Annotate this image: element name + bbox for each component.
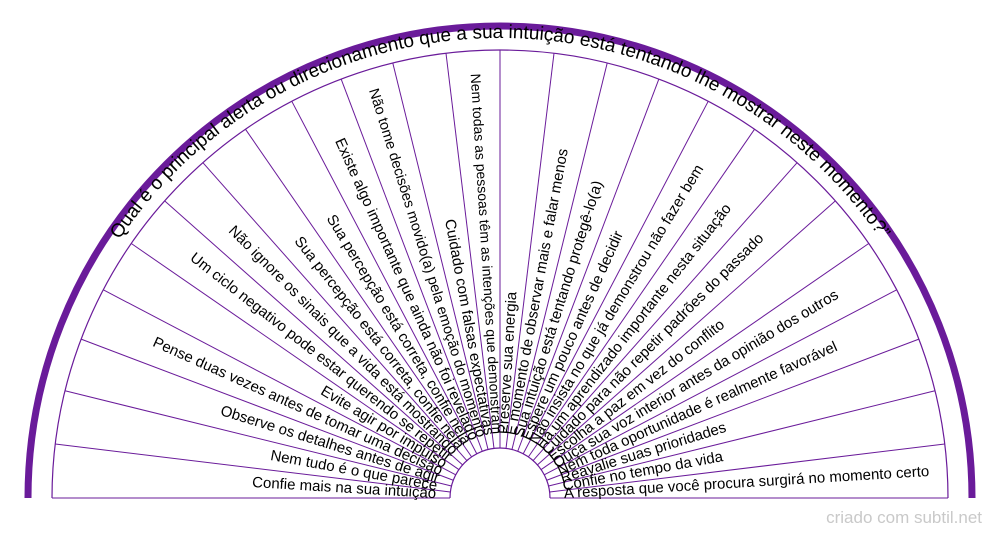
- segment-divider: [544, 289, 897, 476]
- segment-divider: [291, 101, 478, 454]
- center-arc: [449, 447, 551, 499]
- segment-divider: [505, 53, 555, 449]
- segment-divider: [202, 162, 468, 461]
- segment-divider: [340, 78, 483, 452]
- segment-divider: [80, 338, 454, 481]
- segment-divider: [245, 129, 473, 458]
- chart-sectors: [24, 22, 976, 499]
- segment-divider: [517, 78, 660, 452]
- segment-divider: [55, 443, 451, 493]
- segment-divider: [164, 200, 463, 466]
- segment-divider: [537, 200, 836, 466]
- segment-divider: [131, 243, 460, 471]
- segment-divider: [522, 101, 709, 454]
- segment-divider: [540, 243, 869, 471]
- outer-ring: [24, 22, 976, 499]
- segment-divider: [532, 162, 798, 461]
- segment-divider: [511, 62, 608, 450]
- segment-divider: [103, 289, 456, 476]
- segment-divider: [546, 338, 920, 481]
- segment-divider: [445, 53, 495, 449]
- watermark: criado com subtil.net: [826, 508, 982, 527]
- segment-divider: [527, 129, 755, 458]
- segment-divider: [64, 390, 452, 487]
- segment-divider: [392, 62, 489, 450]
- segment-divider: [549, 443, 945, 493]
- segment-divider: [548, 390, 936, 487]
